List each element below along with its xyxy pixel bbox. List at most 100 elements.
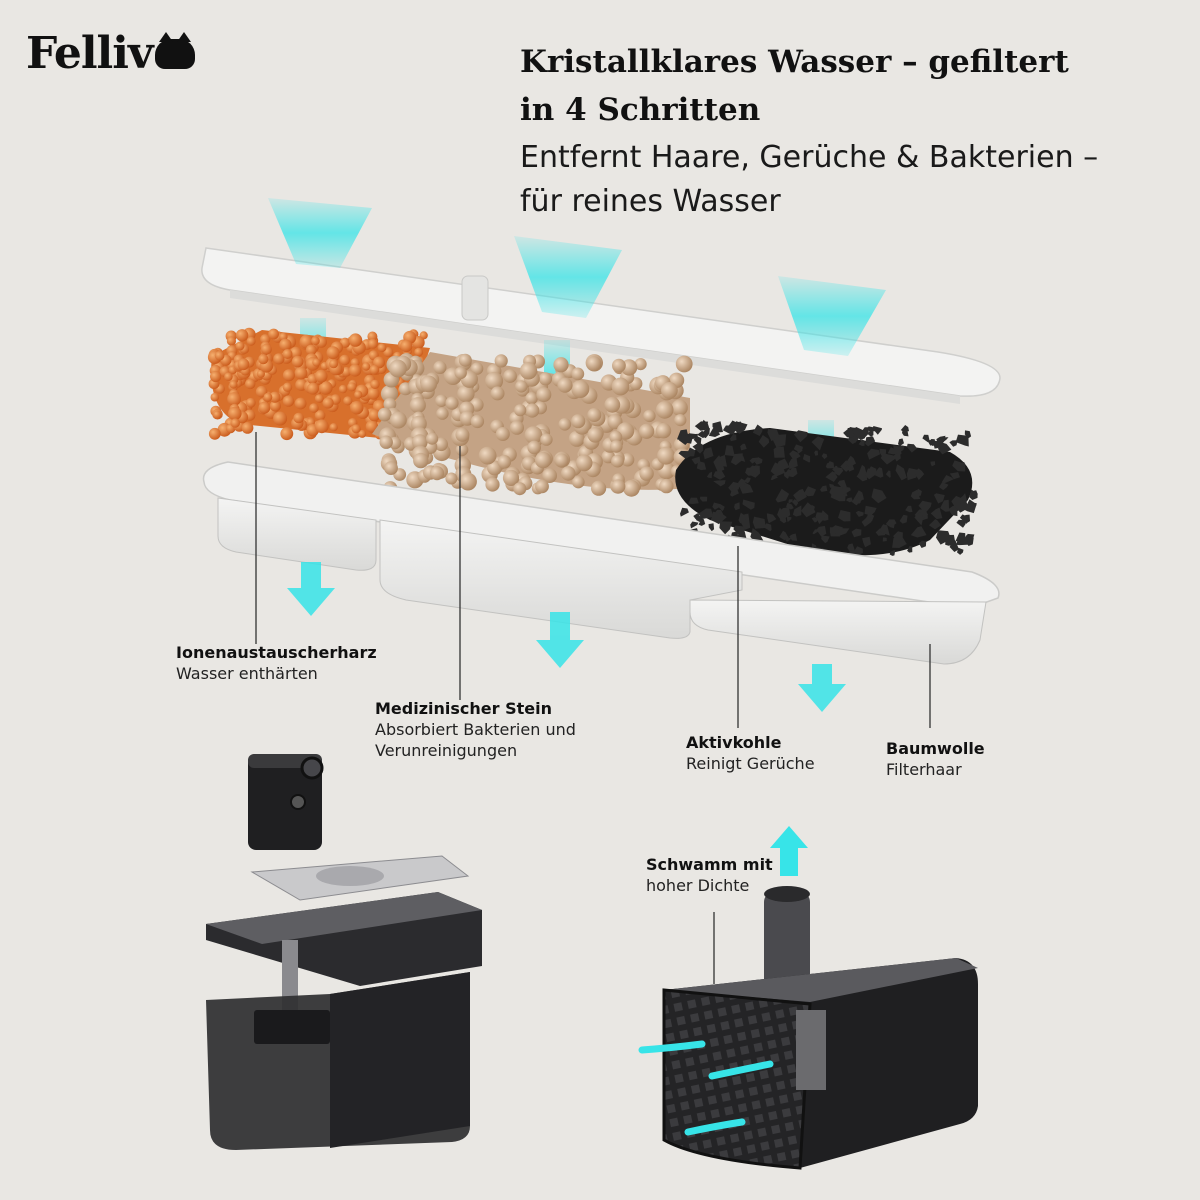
carbon-granule bbox=[872, 426, 882, 435]
carbon-granule bbox=[812, 529, 819, 535]
carbon-granule bbox=[680, 507, 689, 517]
label-sponge-desc: hoher Dichte bbox=[646, 876, 750, 895]
carbon-granule bbox=[855, 510, 864, 517]
carbon-granule bbox=[730, 453, 743, 466]
carbon-granule bbox=[867, 431, 874, 437]
carbon-granule bbox=[951, 495, 963, 508]
resin-granule bbox=[329, 423, 338, 432]
resin-granule bbox=[314, 419, 329, 434]
carbon-granule bbox=[885, 519, 896, 529]
stone-granule bbox=[445, 472, 458, 485]
carbon-granule bbox=[815, 512, 825, 524]
label-carbon-title: Aktivkohle bbox=[686, 733, 782, 752]
carbon-granule bbox=[803, 486, 817, 497]
label-cotton: Baumwolle Filterhaar bbox=[886, 738, 985, 780]
resin-granule bbox=[263, 392, 273, 402]
cat-logo-icon bbox=[154, 31, 195, 69]
resin-granule bbox=[312, 358, 321, 367]
stone-granule bbox=[379, 435, 393, 449]
stone-granule bbox=[571, 380, 590, 398]
resin-granule bbox=[282, 395, 295, 407]
carbon-granule bbox=[942, 475, 954, 484]
resin-granule bbox=[235, 341, 245, 351]
resin-granule bbox=[214, 350, 225, 361]
stone-granule bbox=[553, 357, 569, 373]
carbon-granule bbox=[776, 458, 790, 471]
resin-granule bbox=[241, 422, 254, 434]
carbon-granule bbox=[933, 440, 943, 449]
resin-granule bbox=[282, 369, 295, 382]
carbon-granule bbox=[703, 447, 714, 460]
stone-granule bbox=[659, 478, 674, 494]
resin-granule bbox=[210, 370, 222, 383]
carbon-granule bbox=[792, 505, 802, 517]
carbon-granule bbox=[864, 505, 877, 516]
label-cotton-title: Baumwolle bbox=[886, 739, 985, 758]
resin-granule bbox=[314, 394, 324, 403]
resin-granule bbox=[314, 369, 328, 383]
label-carbon: Aktivkohle Reinigt Gerüche bbox=[686, 732, 815, 774]
stone-granule bbox=[612, 358, 626, 373]
stone-granule bbox=[470, 362, 484, 375]
carbon-granule bbox=[699, 496, 708, 502]
stone-granule bbox=[434, 437, 449, 452]
label-resin-desc: Wasser enthärten bbox=[176, 664, 318, 683]
carbon-granule bbox=[816, 525, 827, 537]
carbon-granule bbox=[957, 547, 964, 555]
resin-granule bbox=[339, 354, 351, 366]
carbon-granule bbox=[963, 514, 970, 523]
label-stone: Medizinischer Stein Absorbiert Bakterien… bbox=[375, 698, 576, 761]
carbon-granule bbox=[835, 528, 850, 537]
carbon-granule bbox=[829, 485, 846, 499]
resin-granule bbox=[354, 390, 363, 399]
resin-granule bbox=[311, 336, 320, 346]
carbon-granule bbox=[793, 489, 807, 503]
resin-granule bbox=[213, 410, 222, 419]
carbon-granule bbox=[899, 514, 908, 524]
resin-granule bbox=[258, 354, 269, 365]
stone-granule bbox=[671, 399, 688, 416]
stone-granule bbox=[610, 440, 623, 453]
resin-granule bbox=[245, 397, 256, 408]
carbon-granule bbox=[739, 513, 751, 530]
stone-granule bbox=[609, 430, 623, 444]
carbon-granule bbox=[852, 546, 863, 557]
carbon-granule bbox=[779, 530, 790, 541]
carbon-granule bbox=[930, 461, 936, 467]
stone-granule bbox=[675, 355, 693, 373]
resin-granule bbox=[260, 334, 271, 345]
carbon-granule bbox=[960, 462, 966, 467]
carbon-granule bbox=[797, 447, 803, 454]
resin-granule bbox=[414, 347, 424, 357]
water-outflow-arrows bbox=[287, 562, 846, 712]
carbon-granule bbox=[893, 453, 901, 462]
stone-granule bbox=[513, 482, 527, 496]
stone-granule bbox=[470, 414, 485, 429]
leader-lines bbox=[255, 432, 931, 984]
carbon-granule bbox=[688, 497, 699, 504]
resin-granule bbox=[237, 358, 250, 371]
stone-granule bbox=[554, 453, 569, 468]
carbon-granule bbox=[893, 531, 903, 543]
resin-granule bbox=[348, 333, 363, 347]
carbon-granule bbox=[838, 510, 851, 522]
stone-granule bbox=[433, 360, 447, 374]
carbon-granule bbox=[811, 436, 825, 451]
carbon-granule bbox=[826, 461, 835, 469]
resin-granule bbox=[367, 387, 380, 400]
headline-line-2: in 4 Schritten bbox=[520, 92, 761, 128]
carbon-granule bbox=[742, 499, 755, 510]
stone-granule bbox=[535, 479, 549, 494]
carbon-granule bbox=[865, 466, 877, 480]
carbon-granule bbox=[955, 434, 969, 447]
carbon-granule bbox=[851, 427, 866, 441]
resin-granule bbox=[273, 411, 288, 426]
resin-granule bbox=[368, 409, 381, 422]
stone-granule bbox=[575, 454, 593, 472]
stone-granule bbox=[674, 414, 687, 427]
carbon-granule bbox=[785, 469, 792, 477]
carbon-granule bbox=[738, 478, 746, 488]
carbon-granule bbox=[678, 450, 690, 459]
resin-granule bbox=[210, 392, 220, 402]
